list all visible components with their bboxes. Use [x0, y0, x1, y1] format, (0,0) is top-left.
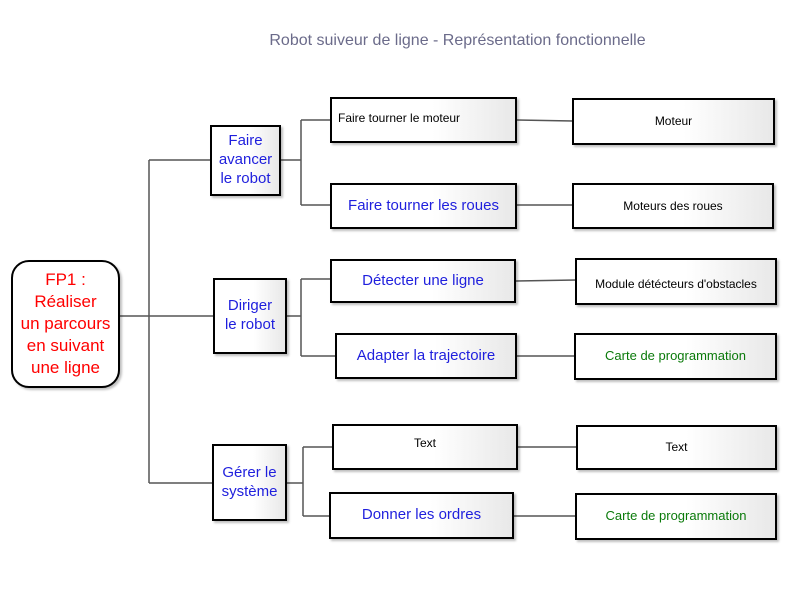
function-faire-avancer-label: Faire avancer le robot: [218, 132, 273, 187]
connector-root-trunk: [120, 159, 213, 484]
component-text-label: Text: [665, 440, 688, 454]
component-carte-programmation-2-label: Carte de programmation: [605, 508, 747, 524]
component-carte-programmation-2[interactable]: Carte de programmation: [575, 493, 777, 540]
subfunction-text[interactable]: Text: [332, 424, 518, 470]
function-diriger[interactable]: Diriger le robot: [213, 278, 287, 354]
function-diriger-label: Diriger le robot: [224, 297, 276, 333]
subfunction-faire-tourner-roues[interactable]: Faire tourner les roues: [330, 183, 517, 229]
root-function-fp1[interactable]: FP1 : Réaliser un parcours en suivant un…: [11, 260, 120, 388]
component-module-detecteurs[interactable]: Module détécteurs d'obstacles: [575, 258, 777, 305]
component-moteur-label: Moteur: [654, 114, 693, 128]
function-gerer[interactable]: Gérer le système: [212, 444, 287, 521]
component-text[interactable]: Text: [576, 425, 777, 470]
component-moteur[interactable]: Moteur: [572, 98, 775, 145]
subfunction-adapter-trajectoire[interactable]: Adapter la trajectoire: [335, 333, 517, 379]
component-carte-programmation-1[interactable]: Carte de programmation: [574, 333, 777, 380]
subfunction-detecter-ligne[interactable]: Détecter une ligne: [330, 259, 516, 303]
subfunction-faire-tourner-moteur-label: Faire tourner le moteur: [338, 111, 461, 125]
connector-fn2: [287, 278, 336, 357]
subfunction-adapter-trajectoire-label: Adapter la trajectoire: [356, 346, 496, 364]
diagram-title: Robot suiveur de ligne - Représentation …: [269, 32, 646, 49]
connector-fn1: [281, 119, 331, 206]
subfunction-text-label: Text: [413, 436, 436, 450]
connector-sub1-comp: [516, 119, 574, 122]
root-function-label: FP1 : Réaliser un parcours en suivant un…: [20, 269, 111, 378]
subfunction-donner-ordres[interactable]: Donner les ordres: [329, 492, 514, 539]
subfunction-detecter-ligne-label: Détecter une ligne: [362, 271, 484, 289]
connector-sub3-comp: [515, 279, 577, 282]
subfunction-faire-tourner-moteur[interactable]: Faire tourner le moteur: [330, 97, 517, 143]
component-module-detecteurs-label: Module détécteurs d'obstacles: [595, 277, 757, 291]
subfunction-faire-tourner-roues-label: Faire tourner les roues: [348, 196, 499, 214]
component-moteurs-roues[interactable]: Moteurs des roues: [572, 183, 774, 229]
component-moteurs-roues-label: Moteurs des roues: [623, 198, 723, 213]
connector-fn3: [287, 446, 333, 517]
function-faire-avancer[interactable]: Faire avancer le robot: [210, 125, 281, 196]
function-gerer-label: Gérer le système: [221, 463, 278, 500]
subfunction-donner-ordres-label: Donner les ordres: [361, 506, 482, 524]
component-carte-programmation-1-label: Carte de programmation: [605, 348, 746, 364]
